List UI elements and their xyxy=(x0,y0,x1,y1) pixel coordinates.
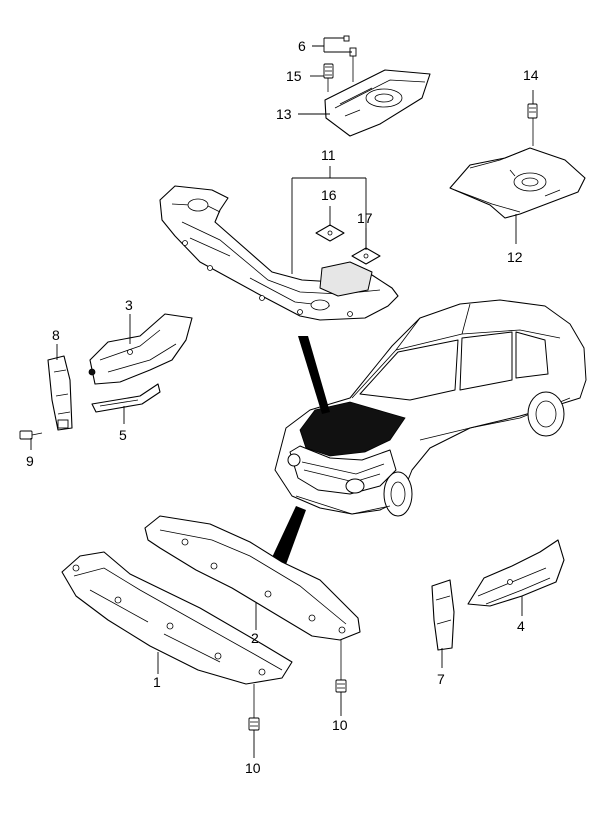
callout-14: 14 xyxy=(523,67,539,83)
part-8-bracket xyxy=(47,355,73,431)
part-11-radiator-support xyxy=(159,185,399,321)
callout-1: 1 xyxy=(153,674,161,690)
callout-5: 5 xyxy=(119,427,127,443)
leader-lines xyxy=(30,37,534,758)
part-1-under-cover-front xyxy=(61,551,293,685)
callout-4: 4 xyxy=(517,618,525,634)
part-13-engine-cover xyxy=(324,69,431,137)
part-3-splash-shield-left xyxy=(88,313,193,385)
callout-16: 16 xyxy=(321,187,337,203)
part-15-bolt xyxy=(323,63,334,92)
callout-9: 9 xyxy=(26,453,34,469)
part-9-bolt xyxy=(19,430,43,440)
part-5-bracket xyxy=(91,383,161,413)
part-12-engine-cover-side xyxy=(449,147,586,219)
part-17-clip xyxy=(351,247,381,265)
part-6-clip xyxy=(343,35,357,82)
part-16-clip xyxy=(315,224,345,242)
part-10-bolt-right xyxy=(335,640,347,693)
callout-11: 11 xyxy=(321,147,336,163)
vehicle-illustration xyxy=(274,299,587,517)
part-4-splash-shield-right xyxy=(467,539,565,607)
part-14-bolt xyxy=(527,103,538,146)
part-2-under-cover xyxy=(144,515,361,641)
pointer-arrow-up xyxy=(298,336,330,414)
callout-15: 15 xyxy=(286,68,302,84)
callout-17: 17 xyxy=(357,210,373,226)
part-7-bracket xyxy=(431,579,455,651)
callout-7: 7 xyxy=(437,671,445,687)
callout-10-left: 10 xyxy=(245,760,261,776)
callout-10-right: 10 xyxy=(332,717,348,733)
callout-2: 2 xyxy=(251,630,259,646)
callout-3: 3 xyxy=(125,297,133,313)
part-10-bolt-left xyxy=(248,684,260,731)
pointer-arrow-down xyxy=(268,506,306,570)
callout-12: 12 xyxy=(507,249,523,265)
callout-8: 8 xyxy=(52,327,60,343)
callout-13: 13 xyxy=(276,106,292,122)
callout-6: 6 xyxy=(298,38,306,54)
